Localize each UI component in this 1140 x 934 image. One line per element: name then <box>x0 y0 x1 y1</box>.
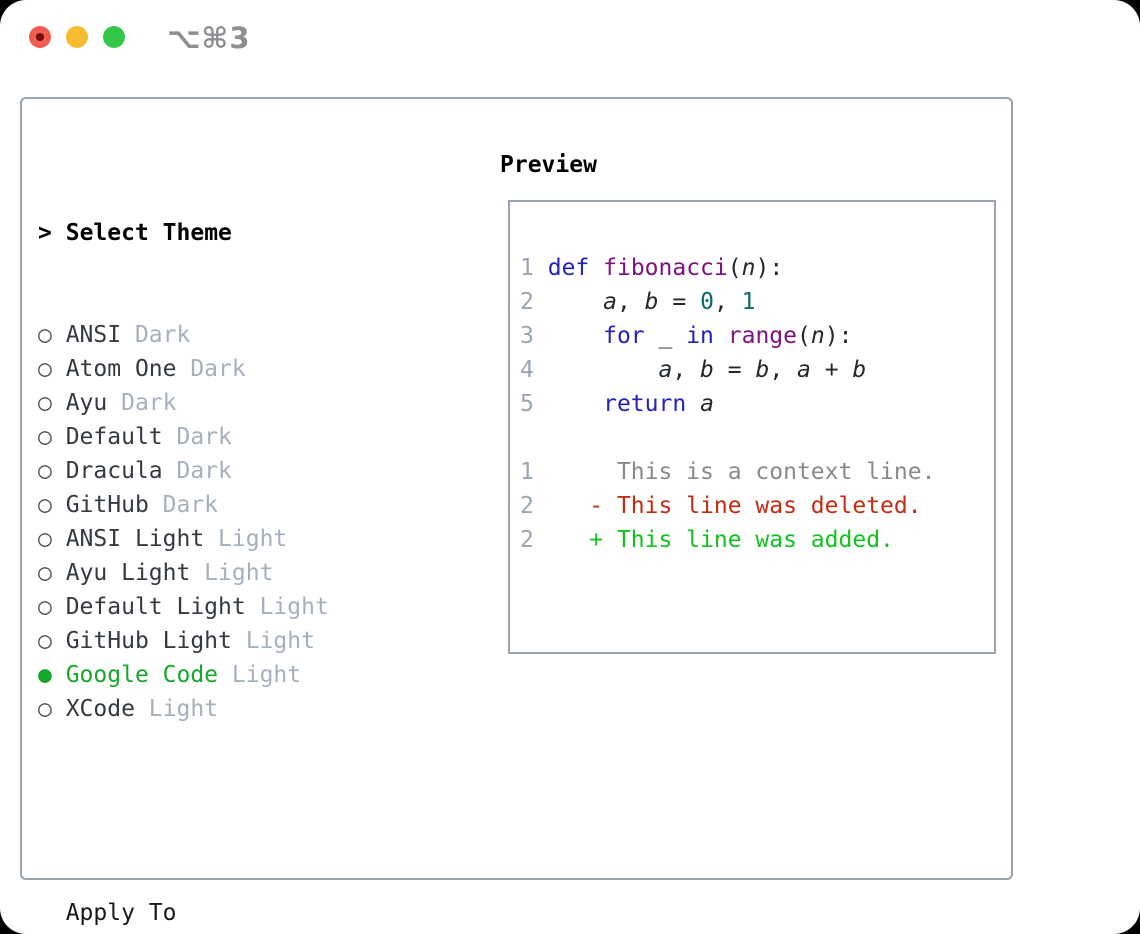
theme-variant-tag: Light <box>190 560 274 586</box>
minimize-button[interactable] <box>66 26 88 48</box>
theme-variant-tag: Dark <box>121 322 191 348</box>
radio-icon: ○ <box>38 424 66 450</box>
theme-name: Google Code <box>65 662 219 688</box>
close-dot-icon <box>36 33 44 41</box>
theme-variant-tag: Light <box>231 628 315 654</box>
diff-line-2: 2 - This line was deleted. <box>520 493 922 519</box>
theme-variant-tag: Light <box>218 662 302 688</box>
radio-icon: ○ <box>38 390 66 416</box>
spacer <box>38 794 426 828</box>
title-bar: ⌥⌘3 <box>0 0 1140 75</box>
theme-name: Dracula <box>65 458 163 484</box>
window-title: ⌥⌘3 <box>167 21 251 55</box>
preview-box: 1 def fibonacci(n): 2 a, b = 0, 1 3 for _ … <box>508 200 996 654</box>
blank-line <box>520 421 994 455</box>
theme-variant-tag: Light <box>245 594 329 620</box>
preview-header: Preview <box>500 152 597 178</box>
radio-icon: ○ <box>38 560 66 586</box>
select-theme-label: Select Theme <box>65 220 232 246</box>
diff-line-1: 1 This is a context line. <box>520 459 936 485</box>
select-theme-header: > Select Theme <box>38 216 426 250</box>
theme-selector-column: > Select Theme ○ ANSI Dark○ Atom One Dar… <box>38 148 426 934</box>
theme-name: GitHub <box>65 492 149 518</box>
theme-option-ansi-light-light[interactable]: ○ ANSI Light Light <box>38 522 426 556</box>
code-line-2: 2 a, b = 0, 1 <box>520 289 756 315</box>
theme-option-default-dark[interactable]: ○ Default Dark <box>38 420 426 454</box>
code-line-5: 5 return a <box>520 391 714 417</box>
theme-name: Default Light <box>65 594 246 620</box>
theme-variant-tag: Dark <box>148 492 219 518</box>
radio-icon: ○ <box>38 526 66 552</box>
theme-picker-panel: > Select Theme ○ ANSI Dark○ Atom One Dar… <box>20 97 1013 926</box>
diff-preview: 1 This is a context line. 2 - This line w… <box>520 455 994 557</box>
radio-icon: ○ <box>38 458 66 484</box>
selected-radio-icon: ● <box>38 662 66 688</box>
theme-variant-tag: Dark <box>162 458 232 484</box>
theme-name: Ayu Light <box>65 560 191 586</box>
theme-list: ○ ANSI Dark○ Atom One Dark○ Ayu Dark○ De… <box>38 318 426 726</box>
close-button[interactable] <box>29 26 51 48</box>
theme-name: ANSI <box>65 322 122 348</box>
diff-line-3: 2 + This line was added. <box>520 527 894 553</box>
theme-option-atom-one-dark[interactable]: ○ Atom One Dark <box>38 352 426 386</box>
zoom-button[interactable] <box>103 26 125 48</box>
theme-name: ANSI Light <box>65 526 205 552</box>
apply-to-header: Apply To <box>65 900 177 926</box>
theme-name: Default <box>65 424 163 450</box>
radio-icon: ○ <box>38 628 66 654</box>
radio-icon: ○ <box>38 492 66 518</box>
theme-option-github-dark[interactable]: ○ GitHub Dark <box>38 488 426 522</box>
code-preview: 1 def fibonacci(n): 2 a, b = 0, 1 3 for _ … <box>520 251 994 421</box>
code-line-4: 4 a, b = b, a + b <box>520 357 867 383</box>
theme-option-default-light-light[interactable]: ○ Default Light Light <box>38 590 426 624</box>
theme-name: GitHub Light <box>65 628 232 654</box>
code-line-3: 3 for _ in range(n): <box>520 323 853 349</box>
theme-option-google-code-light[interactable]: ● Google Code Light <box>38 658 426 692</box>
theme-name: Ayu <box>65 390 108 416</box>
radio-icon: ○ <box>38 594 66 620</box>
theme-variant-tag: Dark <box>107 390 177 416</box>
theme-option-ayu-dark[interactable]: ○ Ayu Dark <box>38 386 426 420</box>
focus-caret-icon: > <box>38 220 52 246</box>
radio-icon: ○ <box>38 322 66 348</box>
theme-variant-tag: Light <box>204 526 288 552</box>
theme-option-dracula-dark[interactable]: ○ Dracula Dark <box>38 454 426 488</box>
radio-icon: ○ <box>38 696 66 722</box>
theme-variant-tag: Dark <box>162 424 232 450</box>
theme-option-ayu-light-light[interactable]: ○ Ayu Light Light <box>38 556 426 590</box>
theme-variant-tag: Dark <box>176 356 246 382</box>
radio-icon: ○ <box>38 356 66 382</box>
theme-option-github-light-light[interactable]: ○ GitHub Light Light <box>38 624 426 658</box>
theme-name: Atom One <box>65 356 177 382</box>
theme-name: XCode <box>65 696 135 722</box>
code-line-1: 1 def fibonacci(n): <box>520 255 784 281</box>
theme-variant-tag: Light <box>134 696 219 722</box>
theme-option-xcode-light[interactable]: ○ XCode Light <box>38 692 426 726</box>
theme-option-ansi-dark[interactable]: ○ ANSI Dark <box>38 318 426 352</box>
